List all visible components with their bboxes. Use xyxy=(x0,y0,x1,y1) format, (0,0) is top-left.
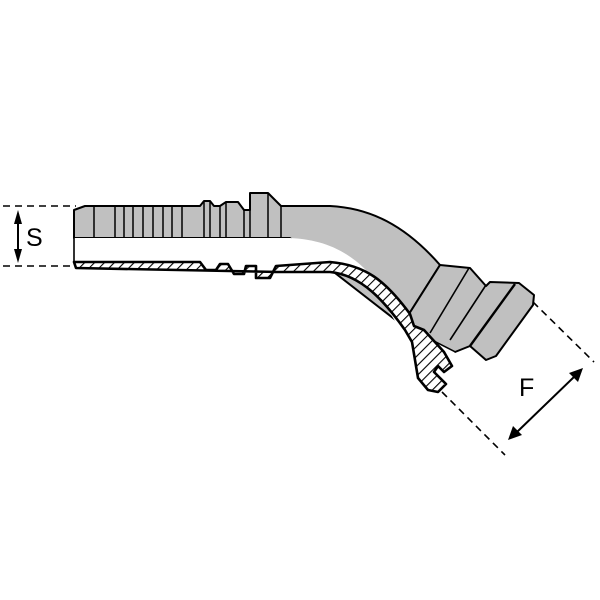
arrow-down-icon xyxy=(14,249,22,263)
ferrule-ribs xyxy=(93,193,282,237)
arrow-up-icon xyxy=(14,210,22,224)
dimension-f xyxy=(441,301,595,456)
dimension-arrow-f-shaft xyxy=(516,375,576,433)
sectioned-wall xyxy=(72,260,454,394)
dimension-label-s: S xyxy=(26,224,43,252)
dimension-label-f: F xyxy=(519,374,535,402)
fitting-exterior xyxy=(73,192,535,361)
dimension-line-f-bottom xyxy=(441,391,506,456)
dimension-s xyxy=(3,205,76,267)
arrow-down-left-icon xyxy=(508,426,522,440)
arrow-up-right-icon xyxy=(569,368,583,382)
ferrule-and-tube xyxy=(73,192,441,326)
dimension-line-f-top xyxy=(532,301,595,363)
